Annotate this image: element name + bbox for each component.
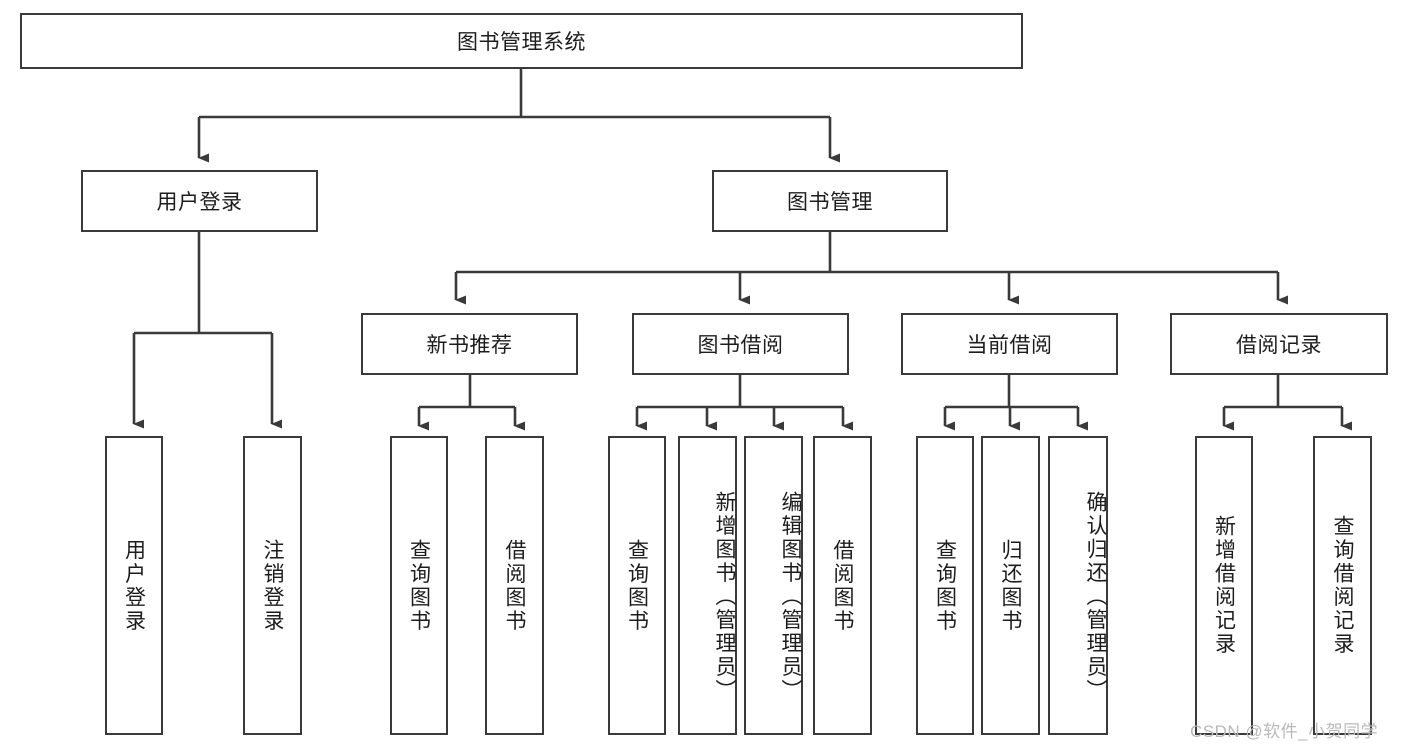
leaf-query-book-borrow[interactable]: 查询图书 — [608, 436, 666, 735]
leaf-edit-book-admin[interactable]: 编辑图书（管理员） — [744, 436, 803, 735]
leaf-add-borrow-record[interactable]: 新增借阅记录 — [1195, 436, 1253, 735]
node-book-borrow[interactable]: 图书借阅 — [632, 313, 849, 375]
leaf-return-book[interactable]: 归还图书 — [981, 436, 1040, 735]
leaf-query-book-current[interactable]: 查询图书 — [916, 436, 974, 735]
node-root-system[interactable]: 图书管理系统 — [20, 13, 1023, 69]
leaf-add-book-admin[interactable]: 新增图书（管理员） — [678, 436, 737, 735]
node-book-management[interactable]: 图书管理 — [712, 170, 948, 232]
node-new-book-recommend[interactable]: 新书推荐 — [361, 313, 578, 375]
node-borrow-record[interactable]: 借阅记录 — [1170, 313, 1388, 375]
node-user-login[interactable]: 用户登录 — [81, 170, 318, 232]
leaf-confirm-return-admin[interactable]: 确认归还（管理员） — [1048, 436, 1108, 735]
leaf-borrow-book-recommend[interactable]: 借阅图书 — [485, 436, 544, 735]
watermark-csdn: CSDN @软件_小贺同学 — [1190, 722, 1379, 741]
leaf-query-book-recommend[interactable]: 查询图书 — [390, 436, 448, 735]
node-current-borrow[interactable]: 当前借阅 — [901, 313, 1118, 375]
leaf-user-login[interactable]: 用户登录 — [105, 436, 163, 735]
leaf-user-logout[interactable]: 注销登录 — [243, 436, 302, 735]
leaf-query-borrow-record[interactable]: 查询借阅记录 — [1313, 436, 1372, 735]
leaf-borrow-book[interactable]: 借阅图书 — [813, 436, 872, 735]
